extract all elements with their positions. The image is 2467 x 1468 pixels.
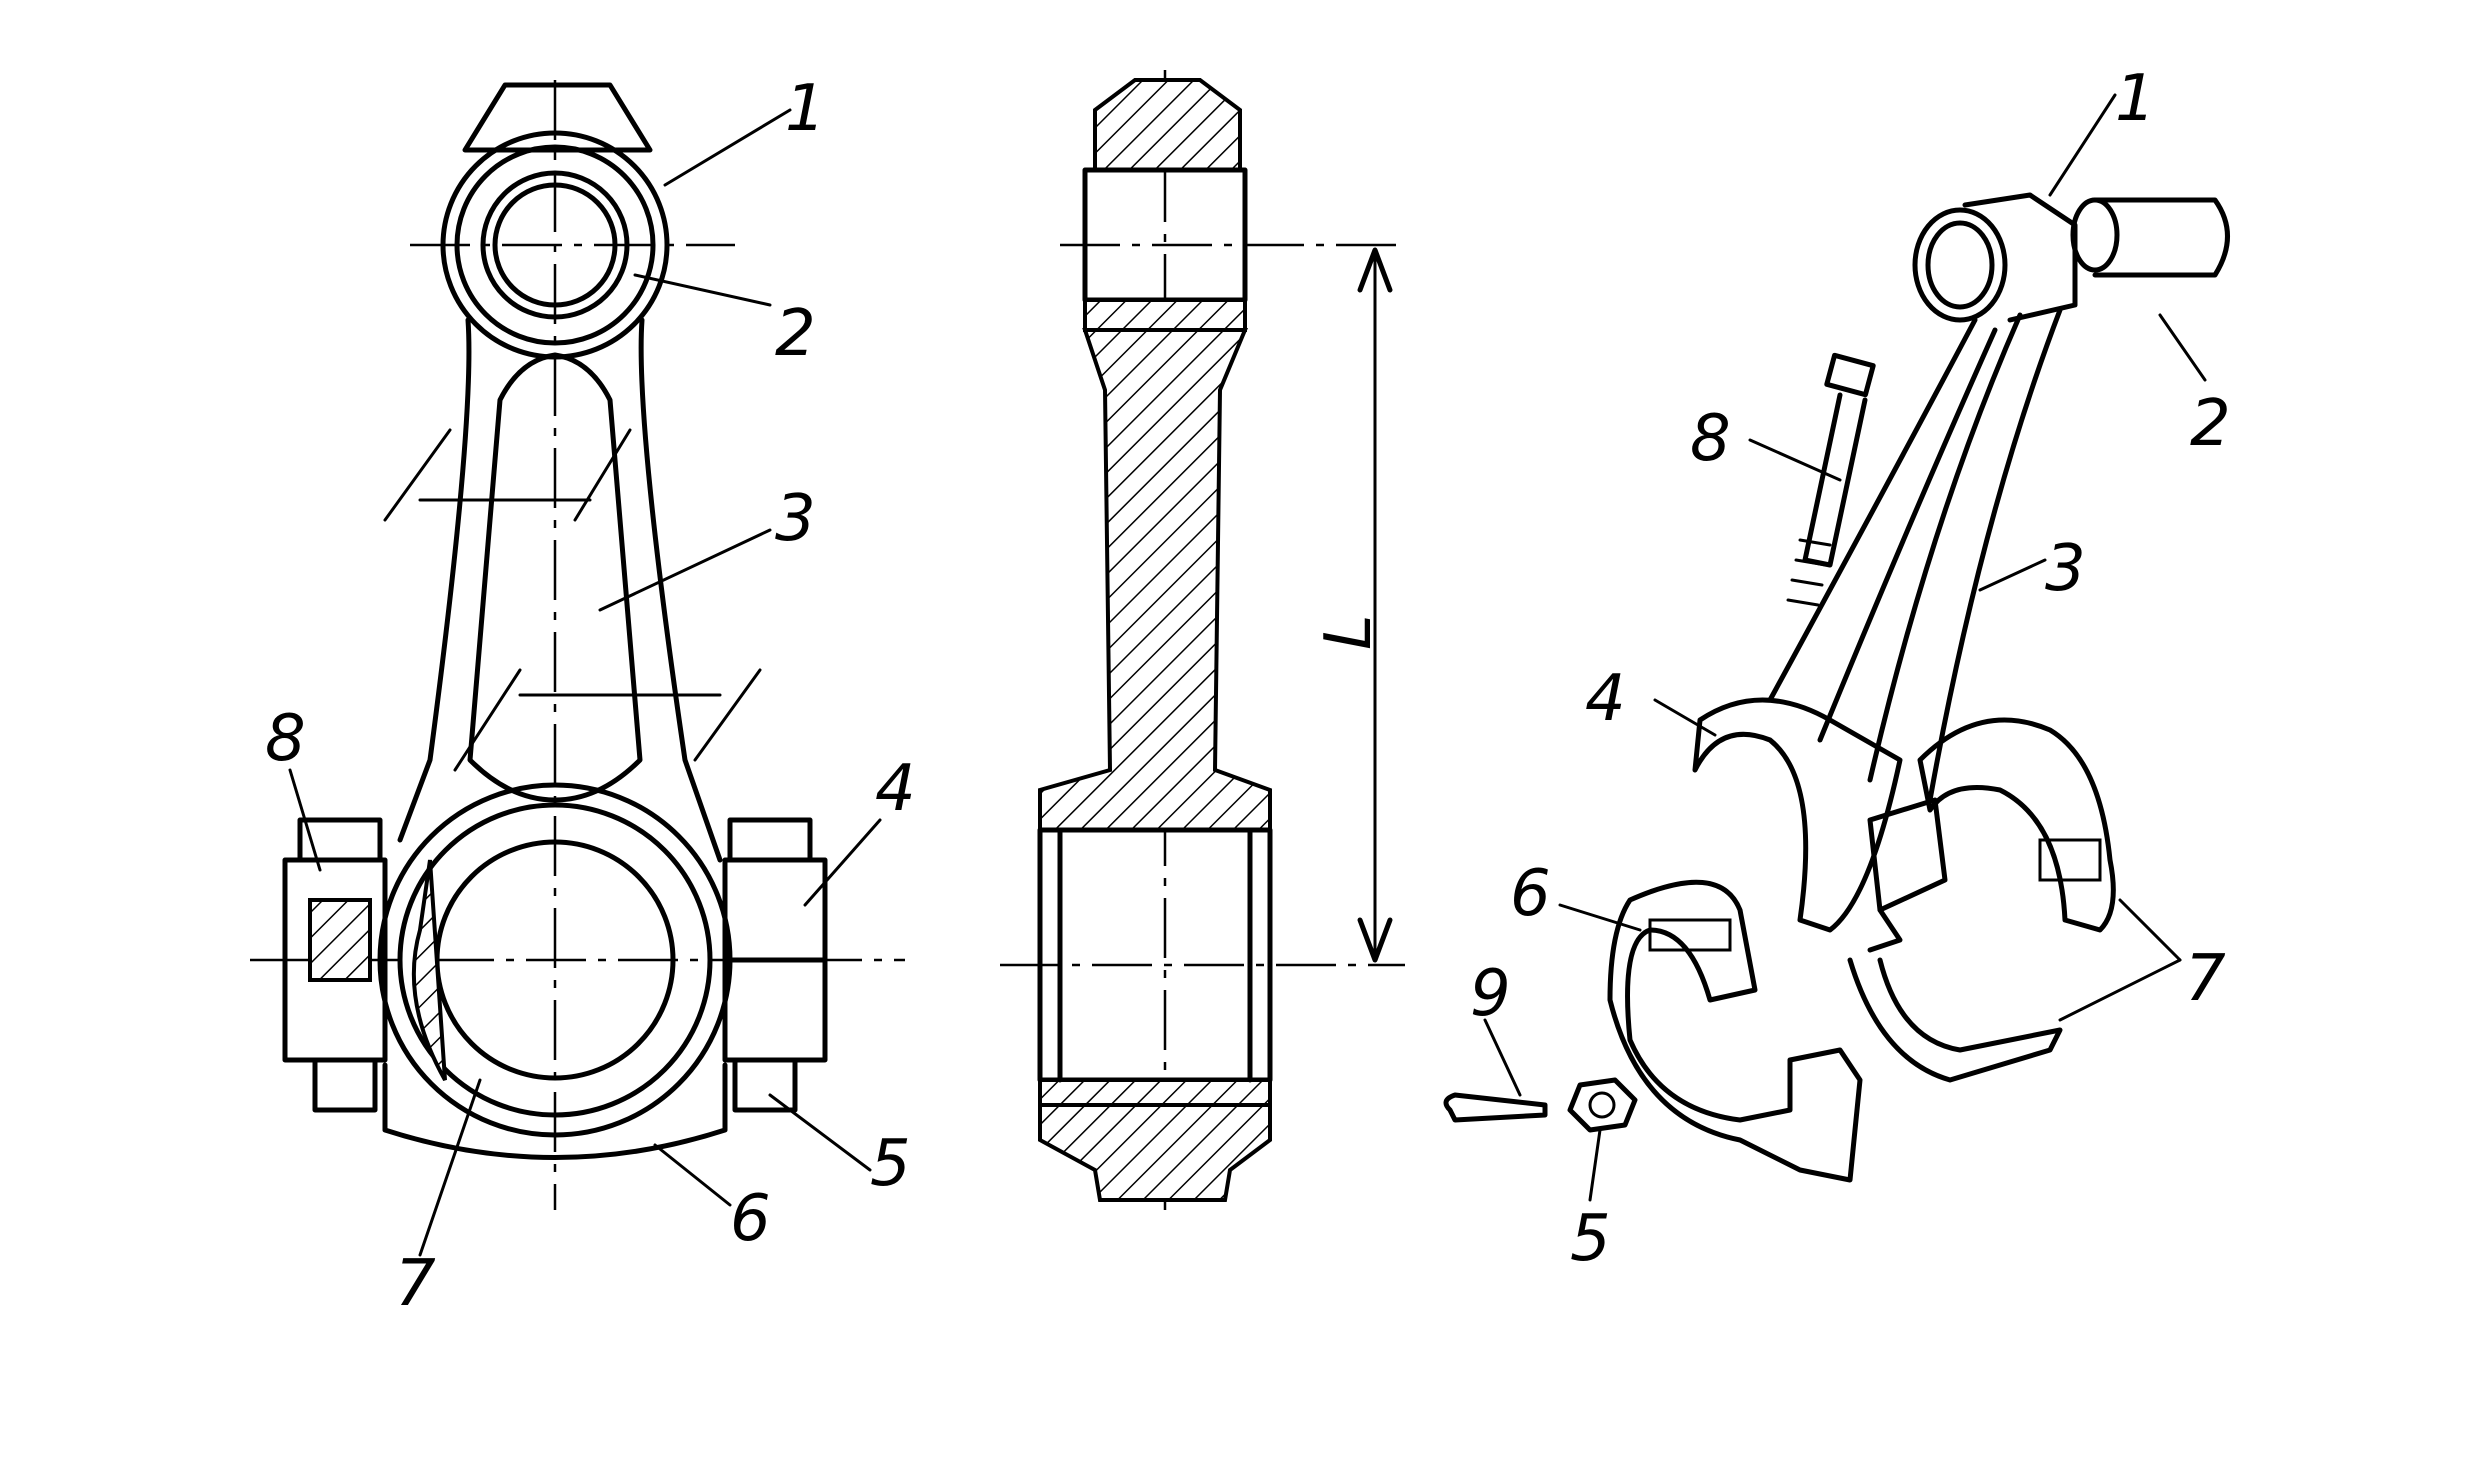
front-view: 1 2 3 8 4 5 6 7 [250, 72, 916, 1321]
callout-2: 2 [775, 297, 816, 371]
callout-7-exploded: 7 [2185, 942, 2226, 1016]
callout-8: 8 [265, 702, 306, 776]
callout-5-exploded: 5 [1570, 1202, 1611, 1276]
callout-3: 3 [775, 482, 816, 556]
exploded-view: 1 2 8 3 4 6 7 9 5 [1443, 62, 2231, 1276]
callout-9-exploded: 9 [1470, 957, 1511, 1031]
callout-5: 5 [870, 1127, 911, 1201]
callout-6: 6 [730, 1182, 771, 1256]
callout-2-exploded: 2 [2190, 387, 2231, 461]
callout-1: 1 [785, 72, 826, 146]
callout-1-exploded: 1 [2115, 62, 2156, 136]
callout-7: 7 [395, 1247, 436, 1321]
callout-4-exploded: 4 [1585, 662, 1626, 736]
callout-8-exploded: 8 [1690, 402, 1731, 476]
callout-4: 4 [875, 752, 916, 826]
section-view: L [1000, 70, 1405, 1210]
dimension-L: L [1312, 614, 1386, 650]
callout-6-exploded: 6 [1510, 857, 1551, 931]
callout-3-exploded: 3 [2045, 532, 2086, 606]
